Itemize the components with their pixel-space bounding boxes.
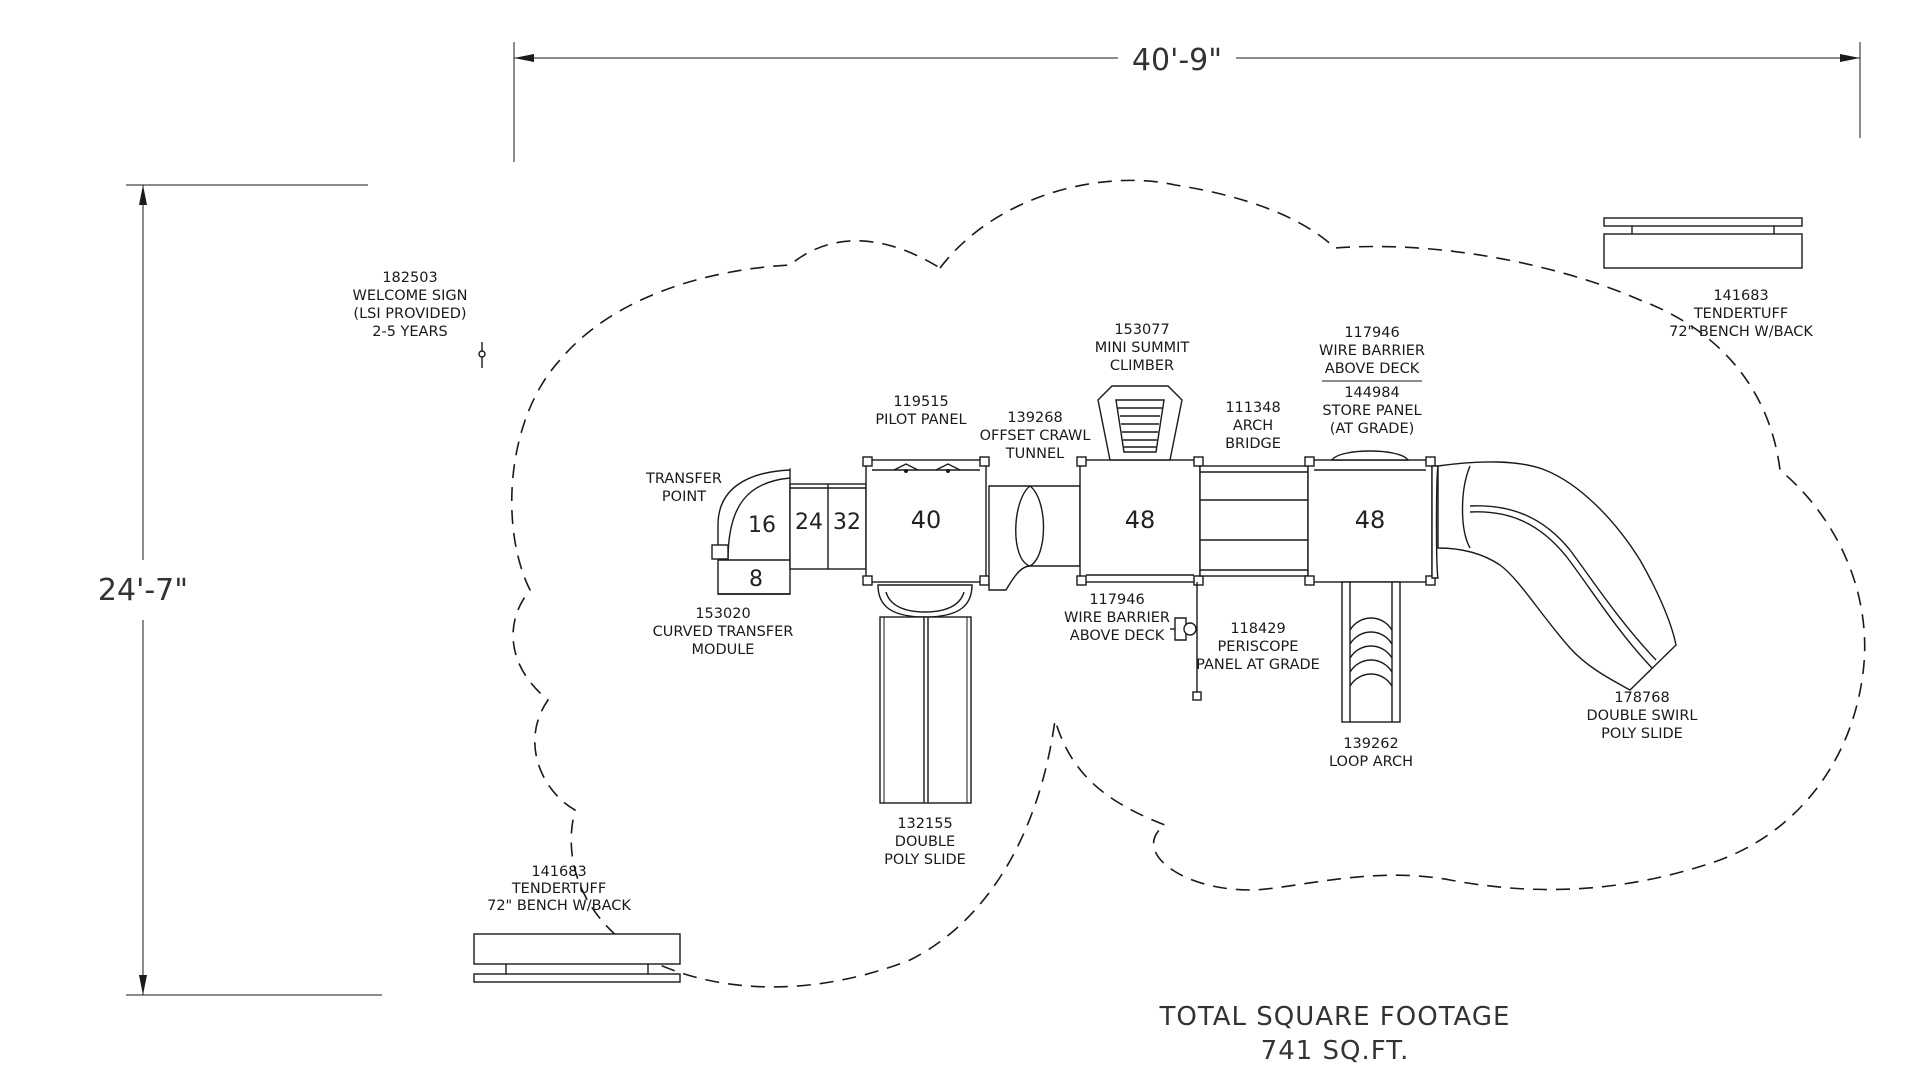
bench-bottom-label-1: 141683: [531, 864, 586, 880]
deck-48a-platform: 48: [1076, 456, 1204, 586]
swirl-slide-label-2: DOUBLE SWIRL: [1587, 708, 1698, 724]
swirl-slide-label-3: POLY SLIDE: [1601, 726, 1683, 742]
crawl-tunnel-label-3: TUNNEL: [1005, 446, 1064, 462]
bench-top-label-3: 72" BENCH W/BACK: [1669, 324, 1813, 340]
bench-bottom-label-3: 72" BENCH W/BACK: [487, 898, 631, 914]
offset-crawl-tunnel: [988, 485, 1081, 591]
step-decks: 24 32: [789, 483, 867, 570]
double-poly-slide-label-1: 132155: [897, 816, 952, 832]
store-panel-label-1: 144984: [1344, 385, 1399, 401]
use-zone-outline: [510, 179, 1866, 988]
total-square-footage-title: TOTAL SQUARE FOOTAGE: [1159, 1002, 1511, 1032]
store-panel-label-3: (AT GRADE): [1330, 421, 1415, 437]
welcome-sign-label-2: WELCOME SIGN: [353, 288, 468, 304]
double-poly-slide-label-2: DOUBLE: [895, 834, 955, 850]
wire-barrier-top-label-1: 117946: [1344, 325, 1399, 341]
deck-24: 24: [795, 510, 823, 535]
store-panel-label-2: STORE PANEL: [1322, 403, 1421, 419]
periscope-panel: [1170, 582, 1202, 701]
height-dimension: 24'-7": [98, 184, 382, 996]
deck-32: 32: [833, 510, 861, 535]
height-dimension-text: 24'-7": [98, 573, 188, 608]
loop-arch-label-2: LOOP ARCH: [1329, 754, 1413, 770]
swirl-slide-label-1: 178768: [1614, 690, 1669, 706]
bench-top-right: 141683 TENDERTUFF 72" BENCH W/BACK: [1603, 217, 1813, 340]
wire-barrier-top-label-3: ABOVE DECK: [1325, 361, 1420, 377]
pilot-panel-label-2: PILOT PANEL: [875, 412, 966, 428]
curved-transfer-label-1: 153020: [695, 606, 750, 622]
double-swirl-slide: [1431, 461, 1677, 691]
transfer-point-label-2: POINT: [662, 489, 706, 505]
curved-transfer-label-2: CURVED TRANSFER: [653, 624, 794, 640]
mini-summit-climber: [1097, 385, 1183, 461]
crawl-tunnel-label-2: OFFSET CRAWL: [980, 428, 1091, 444]
wire-barrier-bottom-label-2: WIRE BARRIER: [1064, 610, 1170, 626]
bench-top-label-2: TENDERTUFF: [1693, 306, 1788, 322]
periscope-label-2: PERISCOPE: [1218, 639, 1299, 655]
curved-transfer-module: 16 8: [711, 469, 791, 595]
arch-bridge-label-3: BRIDGE: [1225, 436, 1281, 452]
welcome-sign: 182503 WELCOME SIGN (LSI PROVIDED) 2-5 Y…: [353, 270, 486, 368]
summit-climber-label-1: 153077: [1114, 322, 1169, 338]
deck-48b: 48: [1355, 506, 1386, 534]
loop-arch-label-1: 139262: [1343, 736, 1398, 752]
wire-barrier-bottom-label-3: ABOVE DECK: [1070, 628, 1165, 644]
welcome-sign-label-3: (LSI PROVIDED): [353, 306, 466, 322]
total-square-footage-value: 741 SQ.FT.: [1261, 1036, 1410, 1066]
periscope-label-3: PANEL AT GRADE: [1196, 657, 1320, 673]
transfer-point-label-1: TRANSFER: [645, 471, 722, 487]
welcome-sign-label-1: 182503: [382, 270, 437, 286]
double-poly-slide: [877, 584, 973, 804]
width-dimension-text: 40'-9": [1132, 43, 1222, 78]
deck-40: 40: [911, 506, 942, 534]
curved-transfer-label-3: MODULE: [692, 642, 755, 658]
double-poly-slide-label-3: POLY SLIDE: [884, 852, 966, 868]
welcome-sign-label-4: 2-5 YEARS: [372, 324, 448, 340]
deck-40-platform: 40: [862, 456, 990, 586]
deck-16: 16: [748, 513, 776, 538]
deck-48a: 48: [1125, 506, 1156, 534]
bench-bottom-label-2: TENDERTUFF: [511, 881, 606, 897]
loop-arch: [1341, 581, 1401, 723]
periscope-label-1: 118429: [1230, 621, 1285, 637]
deck-48b-platform: 48: [1304, 450, 1436, 586]
bench-bottom-left: 141683 TENDERTUFF 72" BENCH W/BACK: [473, 864, 681, 983]
summit-climber-label-2: MINI SUMMIT: [1095, 340, 1190, 356]
wire-barrier-top-label-2: WIRE BARRIER: [1319, 343, 1425, 359]
deck-8: 8: [749, 567, 763, 592]
arch-bridge-label-1: 111348: [1225, 400, 1280, 416]
arch-bridge: [1199, 465, 1309, 577]
arch-bridge-label-2: ARCH: [1233, 418, 1273, 434]
bench-top-label-1: 141683: [1713, 288, 1768, 304]
wire-barrier-bottom-label-1: 117946: [1089, 592, 1144, 608]
summit-climber-label-3: CLIMBER: [1110, 358, 1174, 374]
pilot-panel-label-1: 119515: [893, 394, 948, 410]
crawl-tunnel-label-1: 139268: [1007, 410, 1062, 426]
width-dimension: 40'-9": [513, 42, 1861, 162]
